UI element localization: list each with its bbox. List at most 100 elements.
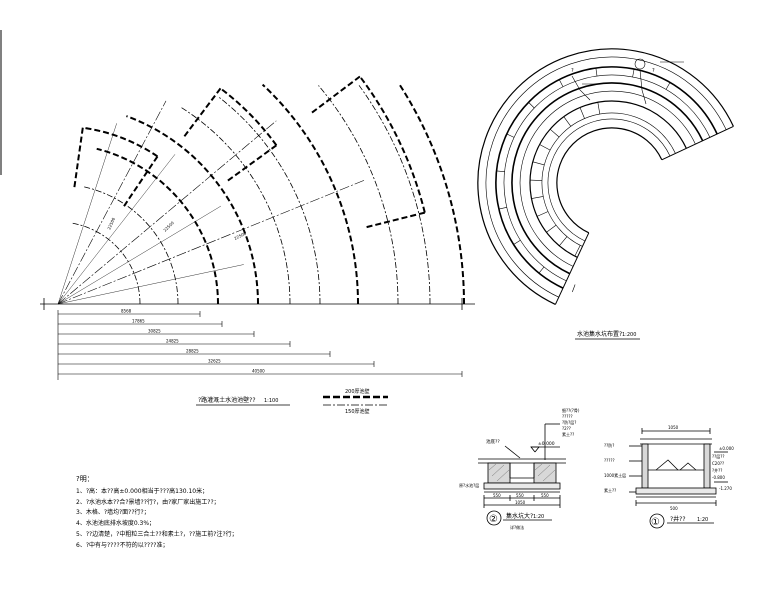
layout-drain-divider: [498, 207, 507, 210]
layout-drain-divider: [496, 170, 505, 172]
pool-wall-arc: [126, 115, 259, 305]
pool-side-wall: [73, 127, 84, 188]
radial-axis-line: [57, 180, 365, 305]
detail1-right-label: ??层??: [712, 453, 725, 459]
detail2-elev: ±0.000: [538, 441, 555, 447]
radial-axis-line: [57, 100, 167, 305]
pool-side-wall: [366, 211, 426, 229]
layout-ring: [556, 127, 663, 234]
note-line-5: 5、??边清楚，?中粗粒三合土??和素土?，??施工前?注?行；: [76, 530, 238, 538]
detail2-number: ②: [489, 514, 498, 525]
pool-wall-plan: [40, 75, 475, 380]
detail2-number-circle: [486, 510, 502, 526]
legend-thick-label: 200厚池壁: [345, 388, 370, 395]
detail2-scale: 1:20: [533, 514, 544, 520]
radial-dim-label: 22500: [106, 216, 116, 230]
detail1-right-label: C20??: [712, 461, 724, 466]
detail2-dim-2: 550: [516, 493, 524, 498]
detail2-layer-label: ?2??: [562, 426, 571, 431]
well-detail: [629, 428, 728, 506]
drain-pit-layout: [477, 48, 734, 305]
layout-ring: [477, 48, 734, 305]
layout-seat-divider: [597, 102, 601, 115]
layout-ring: [529, 100, 687, 258]
layout-leader: [639, 69, 647, 105]
pool-wall-arc: [397, 82, 465, 305]
layout-seat-divider: [546, 224, 557, 233]
pool-side-wall: [123, 155, 159, 207]
pool-outer-wall: [82, 126, 159, 158]
pool-outer-wall: [219, 87, 278, 146]
pool-side-wall: [311, 75, 361, 114]
layout-seat-divider: [574, 245, 581, 257]
radius-dim-label: 28825: [186, 349, 199, 354]
layout-ring: [485, 56, 727, 298]
layout-drain-divider: [665, 82, 671, 90]
layout-seat-divider: [536, 211, 549, 217]
radius-dim-label: 24825: [166, 339, 179, 344]
detail1-title: ?井??: [670, 515, 686, 523]
detail1-elev-bottom: -1.270: [719, 486, 732, 491]
layout-seat-divider: [531, 196, 544, 199]
layout-end-cap: [661, 125, 734, 161]
detail2-subtitle: 详?做法: [510, 524, 524, 530]
radius-dim-label: 30825: [148, 329, 161, 334]
radial-guide-line: [57, 123, 117, 305]
plan-title: ?路灌溉土水池池壁??: [198, 396, 256, 404]
layout-leader: [571, 75, 591, 101]
detail2-left-label: 原?水池?层: [459, 482, 479, 488]
layout-end-cap: [554, 232, 590, 305]
detail1-dim-top: 1050: [668, 425, 679, 430]
layout-ring: [547, 118, 671, 242]
pool-wall-arc: [358, 85, 431, 305]
radius-dim-label: 17865: [132, 319, 145, 324]
radial-axis-line: [57, 120, 277, 305]
layout-seat-divider: [532, 161, 545, 166]
layout-top-label: ?: [571, 68, 574, 74]
layout-seat-divider: [579, 107, 585, 119]
detail1-left-label: ?????: [604, 458, 615, 463]
detail1-left-label: ??防?: [604, 442, 614, 448]
pool-wall-arc: [96, 147, 219, 305]
detail2-layer-label: 细??(?骨): [562, 407, 580, 413]
detail1-elev-top: ±0.000: [719, 446, 734, 451]
layout-callout-circle: [634, 58, 646, 70]
layout-drain-divider: [632, 69, 635, 78]
layout-ring: [541, 112, 676, 247]
pool-side-wall: [183, 87, 222, 137]
layout-ring: [511, 82, 704, 275]
layout-ring: [495, 66, 718, 289]
pool-wall-arc: [261, 83, 359, 305]
radial-dim-label: 22500: [233, 231, 247, 241]
detail1-scale: 1:20: [697, 517, 708, 523]
pool-wall-arc: [219, 97, 321, 305]
layout-seat-divider: [559, 236, 568, 246]
legend-dash-label: 150厚池壁: [345, 408, 370, 415]
detail2-layer-label: ?????: [562, 414, 573, 419]
layout-scale: 1:200: [622, 332, 636, 338]
layout-drain-divider: [506, 133, 515, 138]
detail2-top-label: 池底??: [486, 438, 500, 445]
pool-wall-arc: [72, 222, 141, 305]
detail1-dim-bottom: 500: [670, 506, 678, 511]
pool-wall-arc: [82, 186, 179, 305]
note-line-6: 6、?中有与????不符的以????准；: [76, 541, 169, 549]
layout-ring: [519, 90, 696, 267]
radius-dim-label: 32625: [208, 359, 221, 364]
layout-drain-divider: [559, 79, 564, 87]
detail1-number: ①: [651, 517, 660, 528]
layout-ring: [503, 74, 711, 282]
detail1-right-label: -0.800: [712, 475, 725, 480]
note-line-1: 1、?高：本??高±0.000相当于???高130.10米；: [76, 487, 209, 495]
notes-header: ?明：: [76, 475, 94, 483]
detail2-dim-total: 1050: [515, 500, 526, 505]
layout-drain-divider: [572, 284, 576, 293]
note-line-4: 4、水池池底排水坡度0.3%；: [76, 520, 156, 528]
radius-dim-label: 8568: [121, 309, 132, 314]
design-notes: ?明： 1、?高：本??高±0.000相当于???高130.10米； 2、?水池…: [76, 474, 406, 552]
detail2-layer-labels: 细??(?骨)??????防?层??2??素土??: [562, 407, 580, 437]
pool-wall-arc: [318, 85, 399, 305]
layout-drain-divider: [595, 68, 598, 77]
